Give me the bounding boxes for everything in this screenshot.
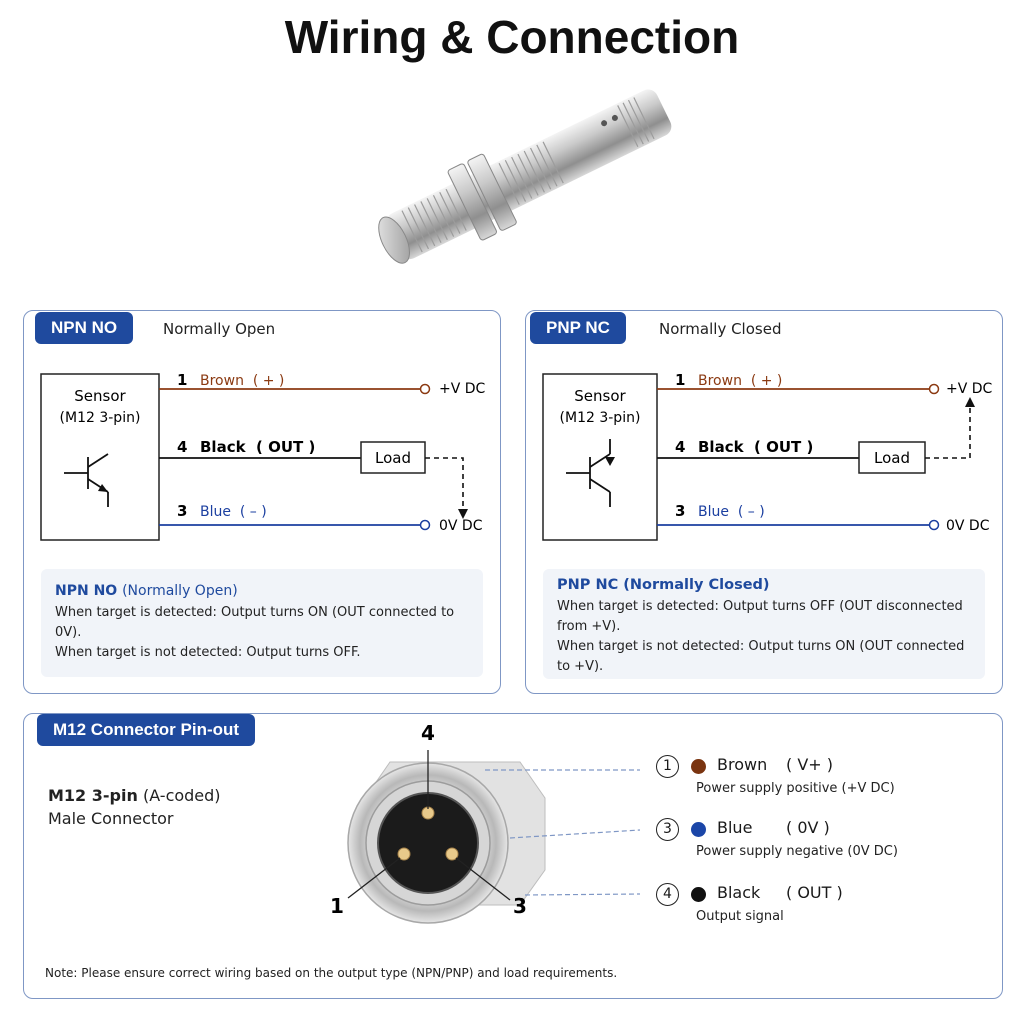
pin-4-callout: 4	[421, 721, 435, 745]
pin-signal: ( 0V )	[786, 818, 830, 837]
pin-3-callout: 3	[513, 894, 527, 918]
pnp-load-label: Load	[874, 449, 910, 467]
pin-number-badge: 4	[656, 883, 679, 906]
npn-info-line1: When target is detected: Output turns ON…	[55, 605, 455, 640]
pin-number-badge: 1	[656, 755, 679, 778]
pnp-wire1-number: 1	[675, 371, 685, 389]
pnp-info-line1: When target is detected: Output turns OF…	[557, 599, 963, 634]
pnp-tag: PNP NC	[530, 312, 626, 344]
npn-info-title: NPN NO (Normally Open)	[55, 583, 469, 599]
npn-info-title-main: NPN NO	[55, 583, 118, 599]
npn-vdc-label: +V DC	[439, 381, 486, 397]
pin-description: Output signal	[696, 909, 784, 924]
wiring-note: Note: Please ensure correct wiring based…	[45, 966, 618, 980]
pnp-wire3-label: Blue ( – )	[698, 504, 765, 520]
npn-tag: NPN NO	[35, 312, 134, 344]
pnp-panel: PNP NC Normally Closed Sensor (M12 3-pin…	[525, 310, 1003, 694]
pnp-load-box	[858, 441, 926, 474]
m12-type-bold: M12 3-pin	[48, 786, 138, 805]
pin-number-badge: 3	[656, 818, 679, 841]
npn-wire1-number: 1	[177, 371, 187, 389]
npn-load-box	[360, 441, 426, 474]
npn-0vdc-label: 0V DC	[439, 518, 483, 534]
npn-wire4-label: Black ( OUT )	[200, 438, 315, 456]
npn-panel: NPN NO Normally Open Sensor (M12 3-pin) …	[23, 310, 501, 694]
pnp-info-line2: When target is not detected: Output turn…	[557, 639, 965, 674]
pnp-info-title-main: PNP NC	[557, 577, 619, 593]
pin-1-contact	[397, 847, 411, 861]
pnp-vdc-label: +V DC	[946, 381, 993, 397]
pin-description: Power supply negative (0V DC)	[696, 844, 898, 859]
m12-connector-face-icon: 4 1 3	[330, 721, 641, 924]
npn-load-label: Load	[375, 449, 411, 467]
m12-type: M12 3-pin (A-coded)	[48, 784, 221, 807]
m12-description: M12 3-pin (A-coded) Male Connector	[48, 784, 221, 830]
pin-color-name: Brown	[717, 755, 768, 774]
pin-signal: ( OUT )	[786, 883, 843, 902]
npn-info-box: NPN NO (Normally Open) When target is de…	[41, 569, 483, 677]
pnp-wire1-label: Brown ( + )	[698, 373, 782, 389]
pnp-info-box: PNP NC (Normally Closed) When target is …	[543, 569, 985, 679]
pnp-wire3-number: 3	[675, 502, 685, 520]
pnp-info-title: PNP NC (Normally Closed)	[557, 577, 971, 593]
pnp-sensor-sublabel: (M12 3-pin)	[560, 410, 641, 426]
npn-subtitle: Normally Open	[163, 320, 276, 338]
npn-sensor-label: Sensor	[74, 387, 126, 405]
npn-info-line2: When target is not detected: Output turn…	[55, 645, 361, 660]
m12-gender: Male Connector	[48, 809, 174, 828]
pnp-sensor-label: Sensor	[574, 387, 626, 405]
npn-wire3-number: 3	[177, 502, 187, 520]
pnp-wire4-label: Black ( OUT )	[698, 438, 813, 456]
pnp-wiring-diagram: Sensor (M12 3-pin) 1 Brown ( + ) +V DC 4…	[542, 371, 993, 541]
pin-3-contact	[445, 847, 459, 861]
npn-transistor-icon	[64, 453, 109, 507]
pin-1-callout: 1	[330, 894, 344, 918]
pnp-wire4-number: 4	[675, 438, 685, 456]
pin-description: Power supply positive (+V DC)	[696, 781, 895, 796]
npn-sensor-sublabel: (M12 3-pin)	[60, 410, 141, 426]
m12-tag: M12 Connector Pin-out	[37, 714, 256, 746]
pnp-0vdc-label: 0V DC	[946, 518, 990, 534]
m12-type-rest: (A-coded)	[142, 786, 221, 805]
pin-color-name: Black	[717, 883, 761, 902]
pnp-subtitle: Normally Closed	[659, 320, 782, 338]
npn-wire1-label: Brown ( + )	[200, 373, 284, 389]
black-color-dot	[691, 887, 706, 902]
blue-color-dot	[691, 822, 706, 837]
pnp-info-title-paren: (Normally Closed)	[623, 577, 770, 593]
brown-color-dot	[691, 759, 706, 774]
npn-wire3-label: Blue ( – )	[200, 504, 267, 520]
pin-signal: ( V+ )	[786, 755, 834, 774]
pin-color-name: Blue	[717, 818, 753, 837]
npn-info-title-paren: (Normally Open)	[122, 583, 238, 599]
page-title: Wiring & Connection	[284, 11, 740, 63]
npn-wire4-number: 4	[177, 438, 187, 456]
sensor-product-image	[378, 89, 672, 264]
npn-wiring-diagram: Sensor (M12 3-pin) 1 Brown ( + ) +V DC 4…	[40, 371, 486, 541]
pnp-transistor-icon	[566, 439, 615, 507]
